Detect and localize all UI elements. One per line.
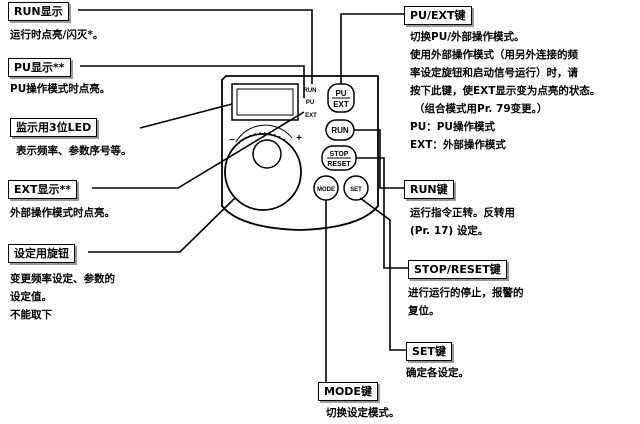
leader-pu-ext-key [340, 13, 404, 84]
led-display [231, 83, 299, 121]
knob-plus-label: + [296, 133, 302, 144]
label-mode-key: MODE键 [318, 382, 378, 401]
leader-ext-display [92, 111, 305, 189]
key-stop-label: STOP [330, 151, 349, 158]
indicator-run: RUN [304, 88, 317, 94]
indicator-ext: EXT [305, 113, 317, 119]
leader-led [139, 103, 233, 129]
desc-set-key: 确定各设定。 [406, 367, 469, 379]
key-run-label: RUN [331, 126, 349, 135]
desc-ext-display: 外部操作模式时点亮。 [10, 207, 115, 219]
key-pu-label: PU [335, 89, 346, 98]
leader-run-key [354, 129, 404, 189]
pu-ext-key[interactable] [327, 83, 355, 113]
leader-lines [78, 9, 408, 388]
label-pu-display: PU显示** [8, 58, 71, 77]
desc-led-monitor: 表示频率、参数序号等。 [16, 145, 132, 157]
leader-run-display [78, 9, 313, 84]
desc-pu-display: PU操作模式时点亮。 [10, 83, 111, 95]
key-mode-label: MODE [317, 187, 335, 193]
label-pu-ext-key: PU/EXT键 [404, 6, 472, 25]
label-setting-knob: 设定用旋钮 [8, 244, 75, 263]
set-key[interactable] [343, 175, 369, 201]
desc-mode-key: 切换设定模式。 [326, 407, 400, 419]
label-run-key: RUN键 [404, 180, 454, 199]
key-set-label: SET [350, 187, 362, 193]
leader-pu-display [80, 65, 305, 98]
indicator-pu: PU [306, 100, 314, 106]
desc-pu-ext-key: 切换PU/外部操作模式。 使用外部操作模式（用另外连接的频 率设定旋钮和启动信号… [410, 31, 601, 151]
desc-setting-knob: 变更频率设定、参数的 设定值。 不能取下 [10, 273, 115, 321]
desc-run-display: 运行时点亮/闪灭*。 [10, 29, 104, 41]
label-set-key: SET键 [406, 342, 452, 361]
setting-knob[interactable] [224, 124, 302, 211]
label-ext-display: EXT显示** [8, 180, 78, 199]
key-ext-label: EXT [333, 100, 349, 109]
label-led-monitor: 监示用3位LED [10, 118, 98, 137]
leader-knob [88, 197, 236, 253]
key-reset-label: RESET [327, 161, 351, 168]
label-run-display: RUN显示 [8, 2, 69, 21]
knob-minus-label: − [229, 135, 235, 146]
label-stop-reset-key: STOP/RESET键 [408, 260, 507, 279]
leader-stop-reset-key [356, 157, 408, 269]
leader-set-key [359, 197, 406, 351]
desc-stop-reset-key: 进行运行的停止，报警的 复位。 [408, 287, 524, 317]
desc-run-key: 运行指令正转。反转用 (Pr. 17) 设定。 [410, 207, 515, 237]
